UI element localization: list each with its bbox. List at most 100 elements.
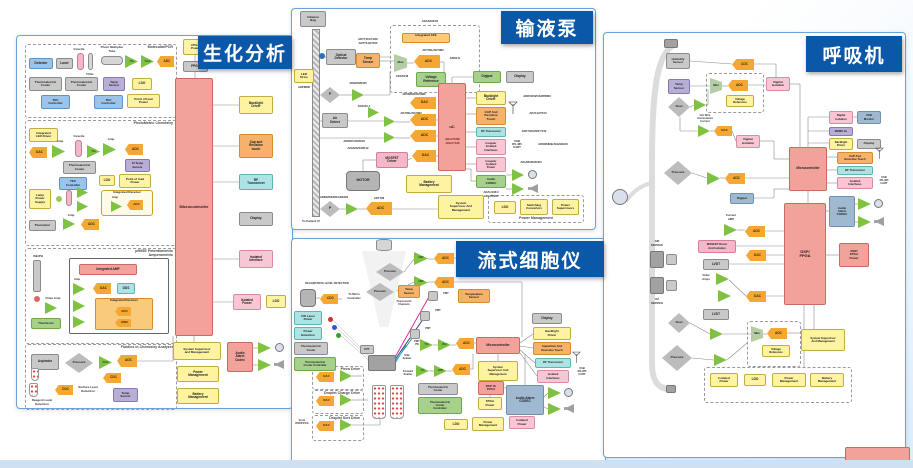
- ad7798-block: AD7798: [373, 195, 385, 200]
- reagent-level-detection-block: Reagent Level Detection: [31, 398, 53, 406]
- block: [666, 254, 677, 265]
- digipot-block: Digipot: [473, 71, 501, 83]
- system-supervisor-and-management-block: System Supervisor And Management: [438, 195, 484, 219]
- indicator-dot: [34, 296, 40, 302]
- ldo-block: LDO: [494, 201, 516, 214]
- mux-block: Mux: [751, 326, 763, 342]
- adc-block: ADC: [410, 114, 436, 126]
- ldo-block: LDO: [266, 295, 286, 308]
- vessel-icon: [300, 289, 316, 307]
- temp-sensor-block: Temp Sensor: [398, 285, 420, 298]
- cw-laser-driver-block: CW Laser Driver: [294, 311, 322, 325]
- display-block: Display: [239, 212, 273, 226]
- tec-controller-block: TEC Controller: [59, 177, 87, 190]
- speaker-icon: [874, 217, 884, 226]
- buzzer-icon: [528, 170, 537, 179]
- hardware-icon: [664, 39, 678, 48]
- adc-block: ADC: [728, 80, 748, 91]
- laser-block: Laser: [56, 58, 73, 69]
- group-label: Piezo Drive: [340, 367, 360, 371]
- adp8860-block: ADP8860: [297, 84, 311, 89]
- switching-converters-block: Switching Converters: [520, 199, 548, 215]
- cap-and-resistive-touch-block: Cap and Resistive touch: [239, 134, 273, 158]
- ad8226-8426-ad8420-block: AD8226/8426/AD8420: [319, 194, 349, 199]
- power-detection-block: Power Detection: [294, 327, 322, 340]
- thermistor-block: Thermistor: [29, 220, 56, 231]
- hardware-icon: [650, 277, 664, 294]
- backlight-driver-block: Backlight Driver: [476, 91, 506, 105]
- microcontroller-block: Microcontroller: [175, 78, 213, 336]
- group-label: Power Management: [519, 216, 553, 221]
- air-detect-block: Air Detect: [322, 113, 348, 128]
- surface-level-detection-block: Surface Level Detection: [78, 385, 98, 393]
- integrated-receiver-block: Integrated Receiver: [101, 190, 153, 216]
- cdc-block: CDC: [732, 59, 754, 70]
- isolated-power-block: Isolated Power: [710, 373, 738, 387]
- iv-pole: [312, 29, 320, 217]
- panel-title-banner: 生化分析: [198, 36, 292, 69]
- cuvette-icon: [75, 140, 82, 157]
- group-box: [704, 367, 852, 403]
- usb-rs-485-uart-block: USB RS-485 UART: [512, 138, 522, 149]
- adc-block: ADC: [366, 202, 392, 215]
- sample-tube: [390, 385, 404, 419]
- mux-block: Mux: [394, 54, 407, 72]
- tec-controller-block: TEC Controller: [94, 95, 123, 109]
- indicator-dot: [332, 325, 337, 330]
- block: [428, 291, 438, 301]
- group-droplet-sort-drive: Droplet Sort Drive: [312, 415, 364, 441]
- dac-block: DAC: [412, 150, 436, 162]
- thermoelectric-cooler-block: Thermoelectric Cooler: [29, 77, 62, 91]
- hot-wire-anemometer-current-block: Hot Wire Anemometer Current: [697, 114, 713, 123]
- amp-block: Amp: [67, 212, 75, 217]
- thermistor-block: Thermistor: [31, 318, 61, 329]
- adc-block: ADC: [456, 338, 474, 349]
- dac-block: DAC: [29, 147, 47, 158]
- reagent-dye-level-detection-block: REAGENT/DYE LEVEL DETECTION: [305, 282, 349, 286]
- adt7410-7420-adt7310-7320-block: ADT7410/7420/ ADT7310/7320: [358, 37, 378, 45]
- display-block: Display: [506, 71, 534, 83]
- ad7142-7150-block: AD7142/7150: [529, 110, 547, 115]
- ldo-block: LDO: [744, 374, 766, 386]
- ldo-block: LDO: [444, 419, 468, 430]
- ad7091-ad7982-block: AD7091/AD7982: [400, 110, 422, 115]
- group-label: Droplet Sort Drive: [329, 416, 360, 420]
- mems-xl-block: MEMS XL: [829, 127, 853, 136]
- cuvette-icon: [66, 190, 72, 206]
- page-bottom-strip: [0, 460, 913, 468]
- isolated-interfaces-block: Isolated Interfaces: [537, 370, 569, 383]
- pressure-block: Pressure: [65, 353, 93, 373]
- cylinder-icon: [376, 239, 392, 251]
- uc-block: uC: [438, 83, 466, 171]
- adum5000-6400-block: ADuM5000/6400: [520, 159, 542, 164]
- battery-management-block: Battery Management: [177, 388, 219, 404]
- cap-and-resistive-touch-block: CAP And Resistive Touch: [476, 107, 506, 125]
- ad8207-ad8218-block: AD8207/AD8218: [343, 138, 365, 143]
- panel-title-banner: 输液泵: [501, 11, 593, 44]
- from-dsp-fpga-block: From DSP/FPGA: [295, 418, 309, 425]
- adc-block: ADC: [127, 200, 143, 210]
- backlight-driver-block: Backlight Driver: [533, 327, 571, 340]
- audio-alarm-codec-block: Audio Alarm CODEC: [506, 385, 544, 415]
- audio-alarm-codec-block: Audio Alarm Codec: [227, 342, 253, 372]
- group-fluidics-in-chemistry-analyzer: Fluidics in Chemistry Analyzer: [25, 344, 177, 410]
- pmt-block: PMT: [425, 327, 431, 331]
- amp-block: Amp: [56, 138, 64, 143]
- amp-icon: [368, 107, 379, 118]
- icoupler-isolated-power-block: Icoupler Isolated Power: [476, 157, 506, 172]
- amp-icon: [77, 187, 88, 198]
- pmt-block: PMT: [435, 309, 441, 313]
- group-label: Fluidics in Chemistry Analyzer: [120, 345, 173, 349]
- amp-icon: [384, 116, 395, 127]
- dac-block: DAC: [316, 396, 334, 406]
- indicator-dot: [328, 317, 333, 322]
- isolated-power-block: Isolated Power: [233, 294, 261, 310]
- amp-icon: [111, 201, 122, 212]
- amp-icon: [384, 132, 395, 143]
- ldo-block: LDO: [99, 175, 115, 186]
- integrated-amp-block: Integrated AMP: [79, 264, 137, 275]
- group-box: [390, 25, 480, 93]
- adc-block: ADC: [434, 277, 454, 288]
